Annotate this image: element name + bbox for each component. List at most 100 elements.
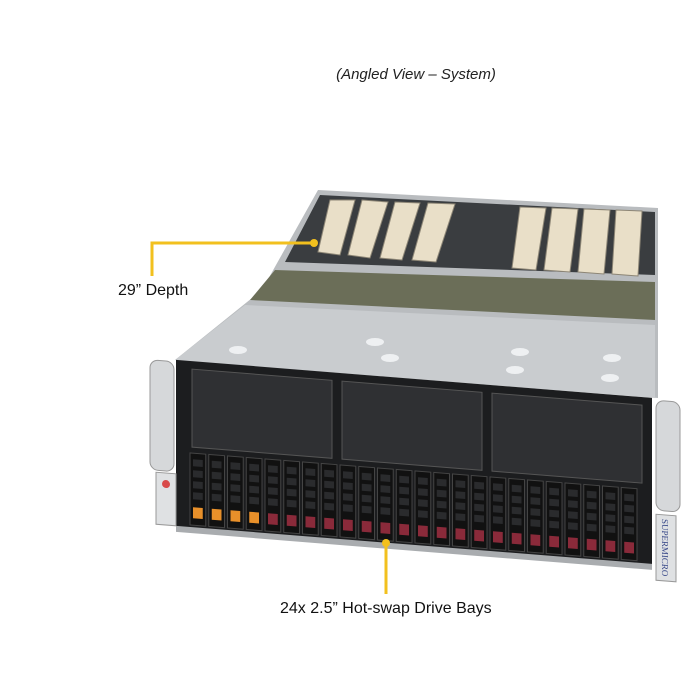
drive-vent: [511, 517, 522, 526]
drive-vent: [230, 473, 241, 481]
drive-vent: [249, 496, 259, 505]
fan-grille-center: [341, 380, 483, 471]
drive-vent: [249, 474, 259, 483]
drive-vent: [268, 498, 278, 506]
depth-label: 29” Depth: [118, 282, 189, 299]
drive-vent: [268, 465, 278, 473]
drive-release-lever[interactable]: [361, 520, 372, 533]
drive-release-lever[interactable]: [380, 522, 391, 534]
drive-vent: [193, 492, 203, 500]
drive-vent: [418, 488, 428, 496]
drive-vent: [286, 499, 297, 508]
left-control-panel: [155, 471, 177, 527]
right-ear: [655, 513, 677, 583]
drive-release-lever[interactable]: [193, 507, 203, 519]
drive-vent: [493, 516, 503, 524]
drive-release-lever[interactable]: [211, 508, 222, 521]
drive-vent: [361, 483, 372, 492]
drive-release-lever[interactable]: [343, 519, 353, 531]
drive-vent: [418, 499, 428, 507]
drive-release-lever[interactable]: [586, 538, 597, 551]
drive-vent: [268, 487, 278, 495]
drive-vent: [286, 466, 297, 475]
drive-release-lever[interactable]: [436, 526, 447, 539]
drive-vent: [343, 504, 353, 512]
drive-vent: [530, 508, 541, 516]
drive-vent: [624, 515, 634, 524]
drive-vent: [624, 526, 634, 535]
drive-vent: [193, 481, 203, 489]
drive-vent: [605, 525, 616, 533]
drive-vent: [586, 523, 597, 532]
drive-vent: [286, 488, 297, 497]
drive-release-lever[interactable]: [605, 540, 616, 552]
view-caption: (Angled View – System): [336, 66, 496, 83]
drive-vent: [624, 493, 634, 502]
fan-grille-left: [191, 368, 333, 459]
drive-vent: [474, 481, 484, 490]
drive-release-lever[interactable]: [455, 528, 466, 540]
left-handle[interactable]: [149, 359, 175, 472]
drive-release-lever[interactable]: [418, 525, 428, 537]
drive-vent: [399, 475, 409, 484]
drive-vent: [380, 496, 391, 504]
drive-vent: [230, 484, 241, 492]
drive-release-lever[interactable]: [624, 541, 634, 554]
drive-bays-label: 24x 2.5” Hot-swap Drive Bays: [280, 600, 492, 617]
drive-vent: [568, 511, 578, 519]
drive-vent: [511, 484, 522, 493]
drive-vent: [455, 513, 466, 521]
drive-vent: [530, 497, 541, 505]
drive-vent: [493, 483, 503, 491]
drive-vent: [380, 485, 391, 493]
drive-vent: [436, 511, 447, 520]
gpu-cards: [317, 199, 643, 277]
drive-vent: [530, 519, 541, 527]
drive-release-lever[interactable]: [324, 517, 334, 530]
drive-vent: [305, 501, 316, 509]
drive-vent: [605, 514, 616, 522]
drive-vent: [586, 501, 597, 510]
power-button[interactable]: [162, 480, 170, 489]
drive-release-lever[interactable]: [286, 514, 297, 527]
drive-vent: [568, 500, 578, 508]
drive-vent: [624, 504, 634, 513]
drive-vent: [511, 506, 522, 515]
cover-screws: [229, 338, 621, 382]
depth-callout-dot: [310, 239, 318, 247]
drive-vent: [305, 468, 316, 476]
drive-vent: [343, 493, 353, 501]
drive-vent: [605, 492, 616, 500]
drive-release-lever[interactable]: [399, 523, 409, 536]
cable-area: [250, 270, 655, 320]
drive-vent: [455, 491, 466, 499]
right-handle[interactable]: [655, 400, 681, 513]
drive-release-lever[interactable]: [549, 535, 559, 548]
drive-release-lever[interactable]: [249, 511, 259, 524]
drive-vent: [549, 520, 559, 529]
drive-vent: [230, 495, 241, 503]
drive-vent: [418, 510, 428, 518]
drive-release-lever[interactable]: [511, 532, 522, 545]
drives-callout-dot: [382, 539, 390, 547]
drive-vent: [436, 478, 447, 487]
drive-release-lever[interactable]: [530, 534, 541, 546]
drive-vent: [549, 487, 559, 496]
drive-vent: [455, 480, 466, 488]
drive-release-lever[interactable]: [268, 513, 278, 525]
drive-vent: [399, 508, 409, 517]
depth-callout: [150, 241, 314, 276]
drive-vent: [474, 514, 484, 523]
drive-release-lever[interactable]: [230, 510, 241, 522]
drive-release-lever[interactable]: [493, 531, 503, 543]
drive-vent: [343, 471, 353, 479]
drive-release-lever[interactable]: [568, 537, 578, 549]
drive-vent: [211, 493, 222, 502]
drive-release-lever[interactable]: [474, 529, 484, 542]
drive-vent: [305, 490, 316, 498]
drive-release-lever[interactable]: [305, 516, 316, 528]
drive-vent: [380, 507, 391, 515]
fan-grille-right: [491, 392, 643, 484]
drive-vent: [399, 486, 409, 495]
